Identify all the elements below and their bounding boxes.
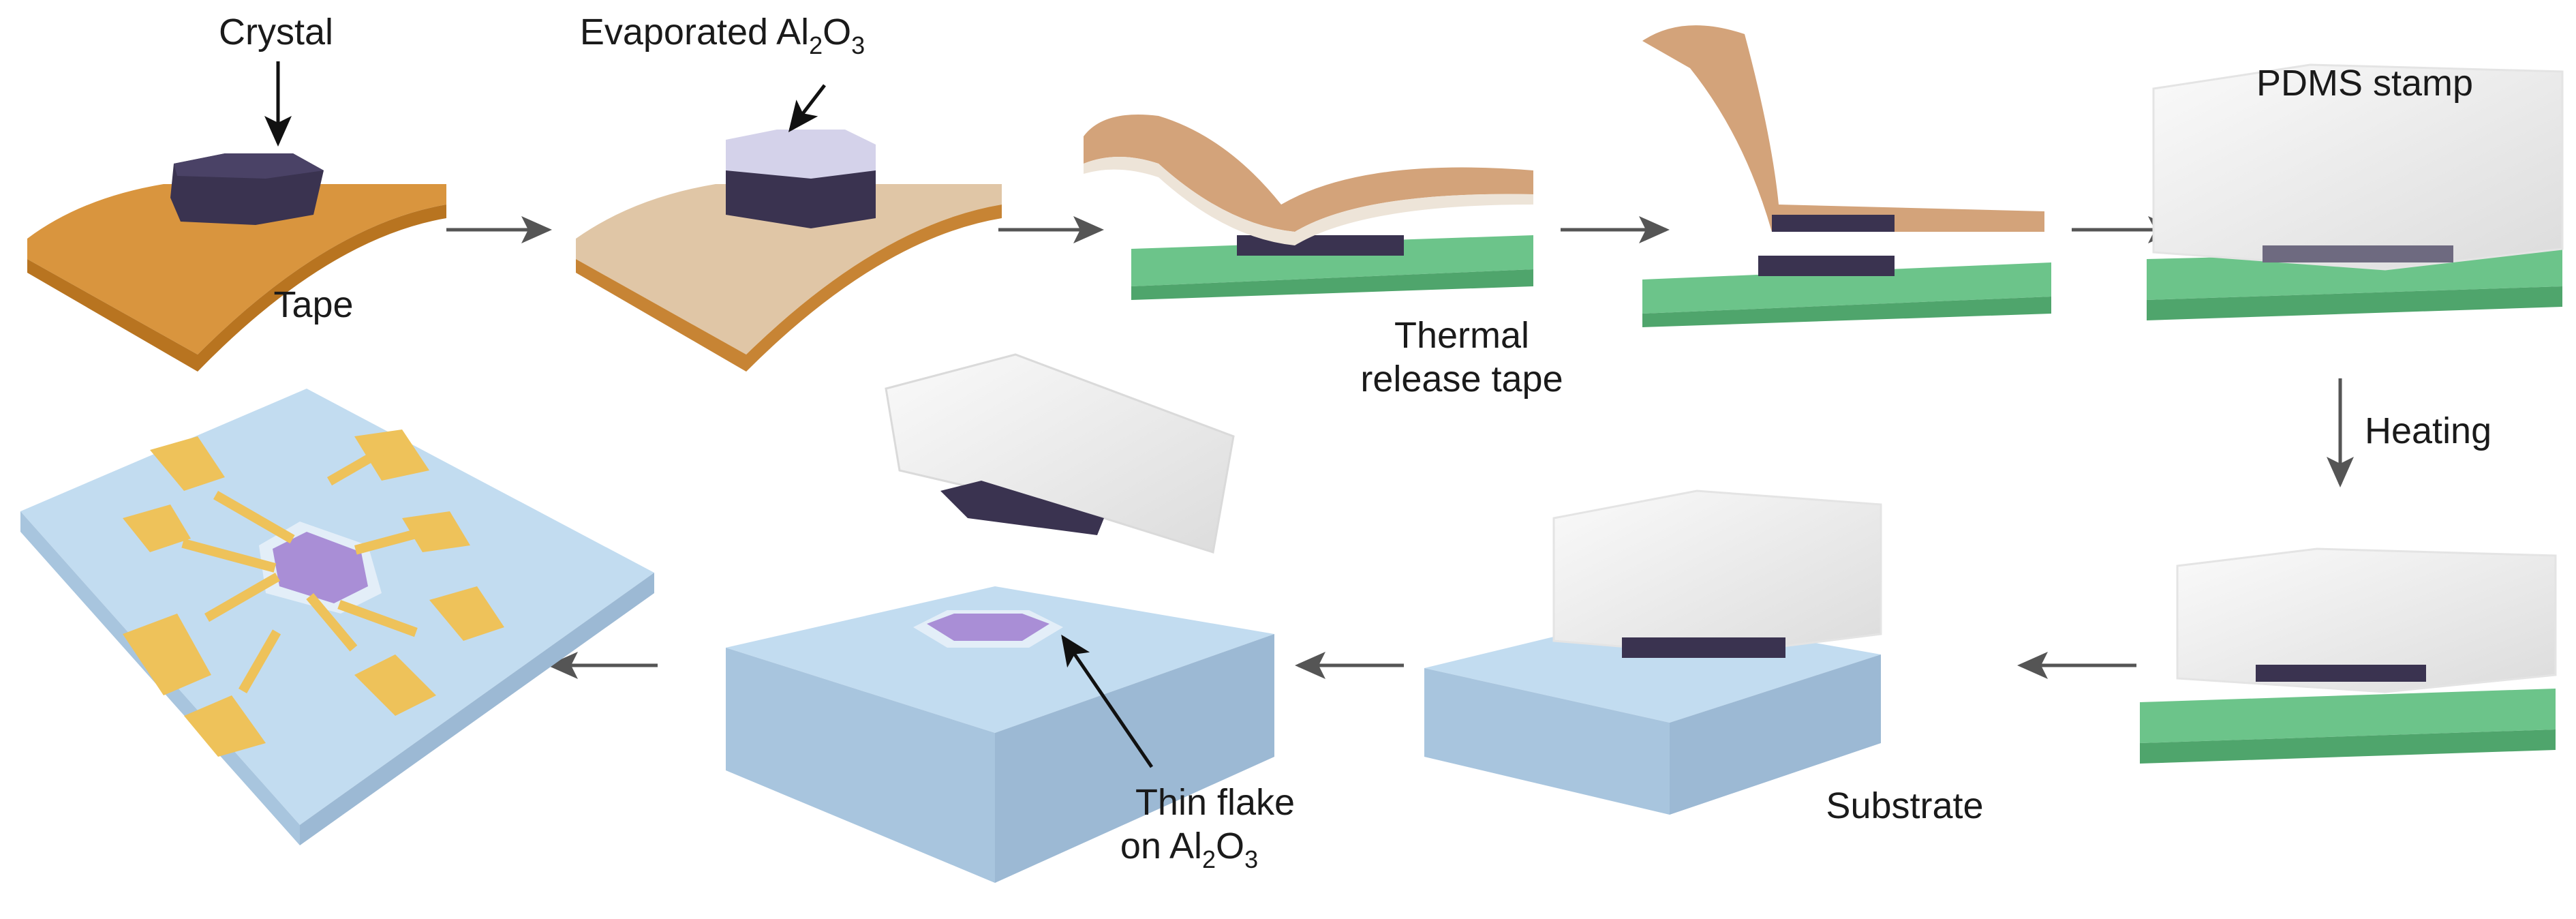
substrate-top bbox=[726, 586, 1274, 733]
step-7-stamp-on-substrate: Substrate bbox=[1424, 489, 1984, 826]
tape bbox=[27, 184, 446, 355]
step-1-crystal-on-tape: Crystal Tape bbox=[27, 12, 446, 372]
green-substrate bbox=[2140, 689, 2556, 743]
thin-flake bbox=[273, 532, 368, 603]
thermal-release-tape bbox=[1084, 115, 1533, 232]
crystal bbox=[2256, 665, 2426, 682]
crystal bbox=[1758, 256, 1895, 276]
step-2-evaporated-al2o3: Evaporated Al2O3 bbox=[576, 12, 1002, 372]
thermal-release-tape bbox=[1642, 25, 2044, 232]
crystal bbox=[726, 170, 876, 228]
label-pdms-stamp: PDMS stamp bbox=[2256, 63, 2473, 104]
label-substrate: Substrate bbox=[1826, 785, 1983, 826]
tape bbox=[576, 184, 1002, 355]
step-5-pdms-stamp: PDMS stamp bbox=[2147, 63, 2564, 320]
pdms-stamp bbox=[2152, 63, 2564, 271]
crystal bbox=[1622, 637, 1785, 658]
crystal-on-tape bbox=[1772, 215, 1895, 232]
step-4-peel-tape bbox=[1642, 25, 2051, 327]
label-crystal: Crystal bbox=[219, 12, 333, 52]
pdms-stamp bbox=[2176, 547, 2557, 693]
label-tape: Tape bbox=[273, 284, 353, 325]
step-9-device-with-contacts bbox=[20, 389, 654, 845]
crystal bbox=[2263, 245, 2453, 262]
pdms-stamp bbox=[1552, 489, 1882, 656]
al2o3-layer bbox=[726, 130, 876, 179]
label-heating: Heating bbox=[2365, 410, 2491, 451]
label-evaporated-al2o3: Evaporated Al2O3 bbox=[580, 12, 865, 59]
thin-flake bbox=[927, 614, 1049, 641]
gold-contacts bbox=[123, 430, 504, 757]
tilted-pdms-stamp bbox=[885, 353, 1235, 554]
step-6-heated-stamp bbox=[2140, 547, 2557, 764]
arrow-thin-flake bbox=[1061, 634, 1154, 768]
arrow-al2o3 bbox=[788, 84, 826, 132]
crystal bbox=[940, 481, 1104, 535]
